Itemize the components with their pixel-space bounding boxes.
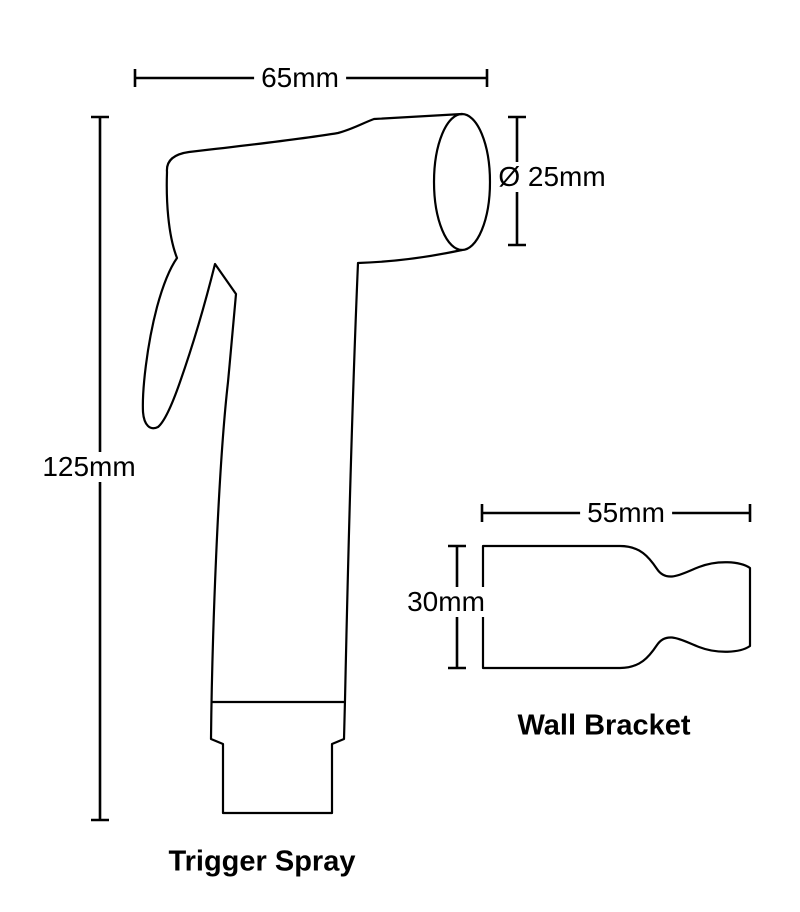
trigger-spray-outline: [141, 112, 492, 815]
dimension-spray-head-width: 65mm: [254, 63, 346, 93]
dimension-bracket-width: 55mm: [580, 498, 672, 528]
label-wall-bracket: Wall Bracket: [517, 709, 691, 742]
dimension-bracket-height: 30mm: [400, 587, 492, 617]
dimension-nozzle-diameter: Ø 25mm: [491, 162, 613, 192]
wall-bracket-outline: [481, 544, 752, 670]
nozzle-ellipse: [432, 112, 464, 252]
dimension-spray-height: 125mm: [35, 452, 143, 482]
label-trigger-spray: Trigger Spray: [168, 845, 356, 878]
